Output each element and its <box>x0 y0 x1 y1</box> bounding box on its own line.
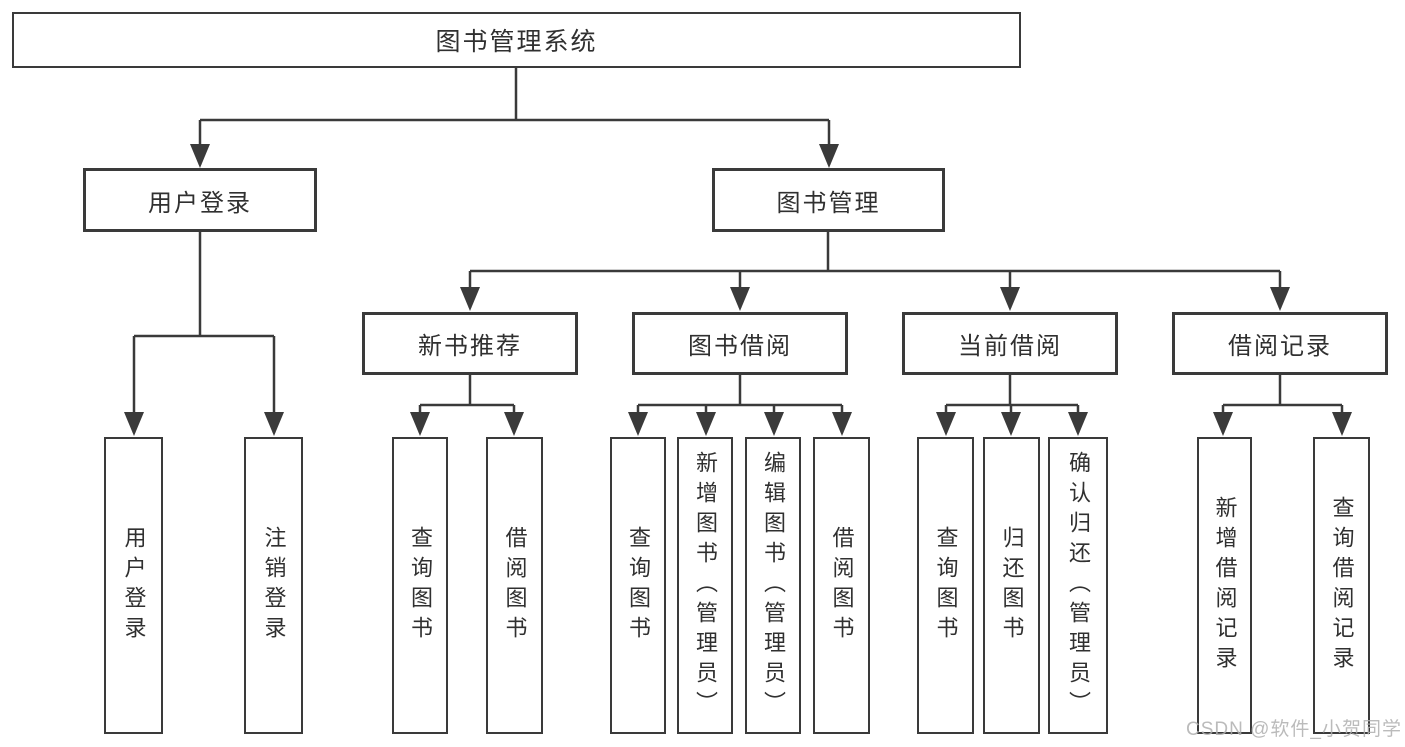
node-bb-borrow-book: 借阅图书 <box>813 437 870 734</box>
node-br-add-record: 新增借阅记录 <box>1197 437 1252 734</box>
node-leaf-user-login: 用户登录 <box>104 437 163 734</box>
leaf-label: 用户登录 <box>121 525 147 646</box>
leaf-label: 查询图书 <box>408 525 433 646</box>
node-bb-query-book: 查询图书 <box>610 437 666 734</box>
node-current-borrow: 当前借阅 <box>902 312 1118 375</box>
node-book-mgmt: 图书管理 <box>712 168 945 232</box>
leaf-label: 注销登录 <box>261 525 287 646</box>
node-rec-borrow-book: 借阅图书 <box>486 437 543 734</box>
leaf-label: 归还图书 <box>999 525 1025 646</box>
node-rec-query-book: 查询图书 <box>392 437 448 734</box>
node-cb-return-book: 归还图书 <box>983 437 1040 734</box>
node-bb-edit-book: 编辑图书（管理员） <box>745 437 801 734</box>
leaf-label: 查询图书 <box>626 525 651 646</box>
node-borrow-record: 借阅记录 <box>1172 312 1388 375</box>
leaf-label: 确认归还（管理员） <box>1066 450 1091 721</box>
leaf-label: 新增图书（管理员） <box>693 450 718 721</box>
tree-trunk-lines <box>134 67 1342 407</box>
node-new-book-rec: 新书推荐 <box>362 312 578 375</box>
node-br-query-record: 查询借阅记录 <box>1313 437 1370 734</box>
leaf-label: 新增借阅记录 <box>1212 495 1238 676</box>
node-book-borrow: 图书借阅 <box>632 312 848 375</box>
leaf-label: 编辑图书（管理员） <box>761 450 786 721</box>
leaf-label: 查询借阅记录 <box>1329 495 1355 676</box>
node-root: 图书管理系统 <box>12 12 1021 68</box>
node-bb-add-book: 新增图书（管理员） <box>677 437 733 734</box>
leaf-label: 查询图书 <box>933 525 959 646</box>
leaf-label: 借阅图书 <box>829 525 855 646</box>
watermark: CSDN @软件_小贺同学 <box>1186 719 1402 740</box>
node-cb-query-book: 查询图书 <box>917 437 974 734</box>
leaf-label: 借阅图书 <box>502 525 528 646</box>
node-user-login: 用户登录 <box>83 168 317 232</box>
node-cb-confirm-return: 确认归还（管理员） <box>1048 437 1108 734</box>
node-leaf-logout: 注销登录 <box>244 437 303 734</box>
